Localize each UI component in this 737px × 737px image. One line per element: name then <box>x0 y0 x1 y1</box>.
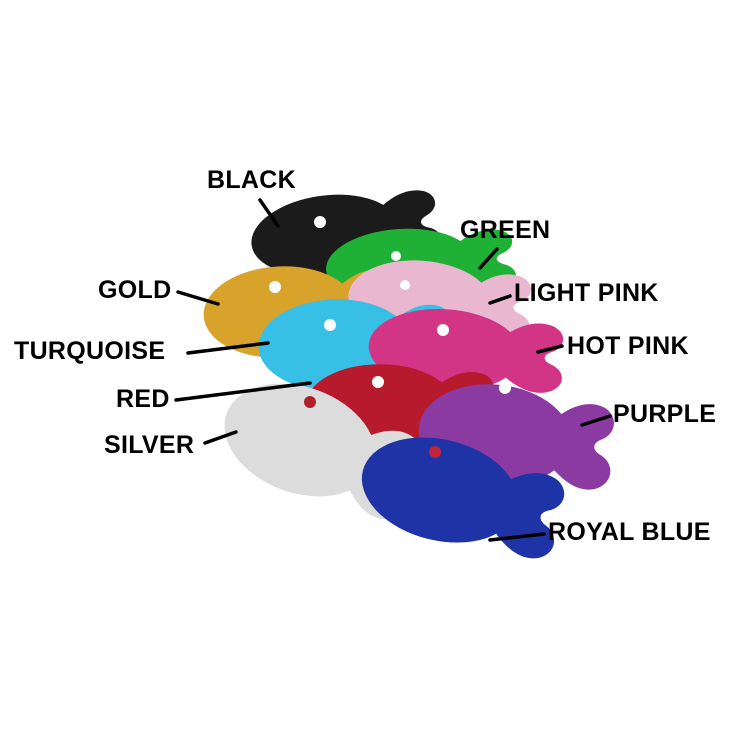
tag-royal-blue <box>350 421 572 569</box>
pointer-royal-blue <box>488 532 546 542</box>
pointer-lines <box>174 198 612 542</box>
pointer-gold <box>176 290 220 306</box>
tag-hot-pink <box>365 303 567 399</box>
pointer-green <box>478 247 499 270</box>
label-light-pink: LIGHT PINK <box>514 279 659 307</box>
pointer-purple <box>580 414 612 427</box>
label-green: GREEN <box>460 216 551 244</box>
pointer-red <box>174 381 312 402</box>
label-silver: SILVER <box>104 431 195 459</box>
label-hot-pink: HOT PINK <box>567 332 689 360</box>
tag-gold <box>201 260 401 362</box>
pointer-hot-pink <box>536 344 564 354</box>
pointer-light-pink <box>488 294 512 305</box>
tag-green <box>323 221 518 307</box>
pointer-turquoise <box>186 341 270 355</box>
tag-purple <box>413 376 619 498</box>
pointer-black <box>258 198 280 228</box>
label-gold: GOLD <box>98 276 172 304</box>
label-royal-blue: ROYAL BLUE <box>548 518 711 546</box>
tag-turquoise <box>257 295 456 394</box>
tag-silver <box>208 363 432 532</box>
label-purple: PURPLE <box>613 400 717 428</box>
tag-red <box>305 364 495 446</box>
label-red: RED <box>116 385 170 413</box>
label-turquoise: TURQUOISE <box>14 337 166 365</box>
tag-light-pink <box>345 255 534 348</box>
label-black: BLACK <box>207 166 296 194</box>
tag-black <box>246 180 445 285</box>
pointer-silver <box>203 430 238 445</box>
